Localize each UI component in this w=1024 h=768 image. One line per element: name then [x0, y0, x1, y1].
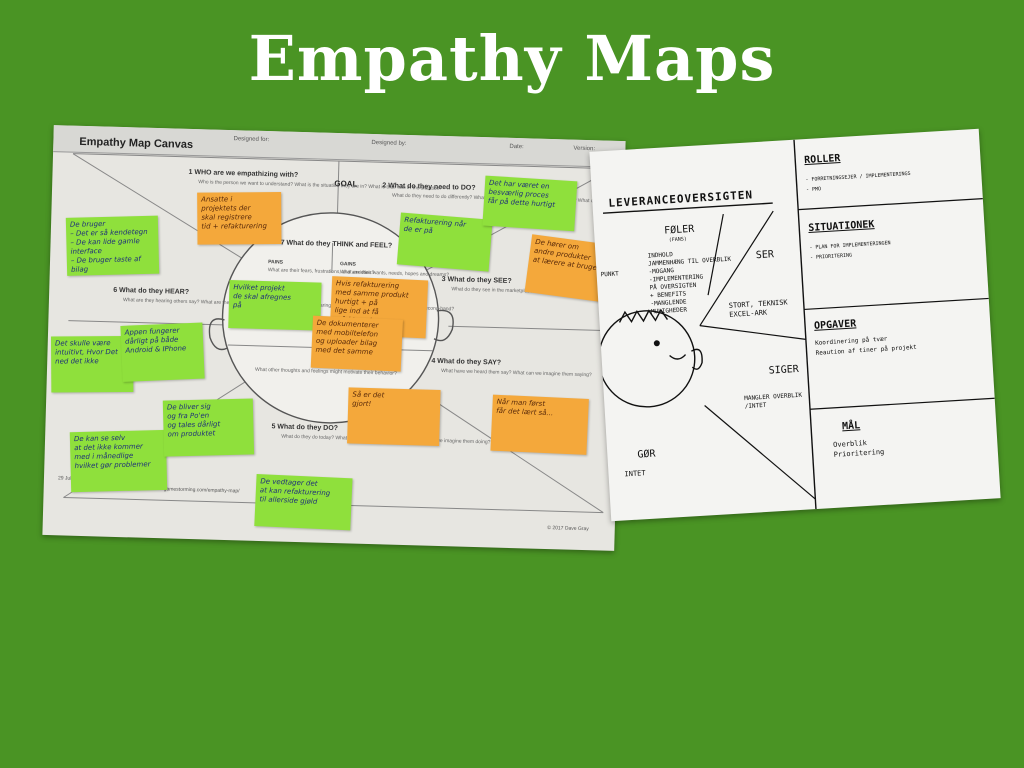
goer-items: INTET [624, 469, 646, 479]
siger-heading: SIGER [768, 363, 800, 377]
sticky-note: Appen fungerer dårligt på både Android &… [120, 322, 205, 382]
roller-heading: ROLLER [803, 153, 841, 167]
gains-label: GAINS [339, 261, 356, 268]
sticky-note: De vedtager det at kan refakturering til… [254, 474, 353, 531]
sticky-note: Så er det gjort! [347, 387, 441, 446]
slide-title: Empathy Maps [248, 22, 776, 95]
pains-label: PAINS [268, 259, 284, 266]
goer-heading: GØR [637, 448, 656, 461]
sticky-note: De bliver sig og fra Po'en og tales dårl… [162, 398, 255, 457]
sticky-note: Hvilket projekt de skal afregnes på [228, 280, 322, 331]
maal-items: Overblik Prioritering [832, 438, 885, 459]
sticky-note: De dokumenterer med mobiltelefon og uplo… [310, 315, 403, 372]
sticky-note: De kan se selv at det ikke kommer med i … [69, 429, 168, 493]
punkt-label: PUNKT [600, 270, 619, 279]
leverance-oversigt-photo: LEVERANCEOVERSIGTEN FØLER (FANS) INDHOLD… [589, 128, 1001, 522]
maal-heading: MÅL [841, 420, 861, 433]
sticky-note: Refakturering når de er på [396, 212, 493, 272]
sheet-drawing [598, 139, 995, 510]
siger-items: MANGLER OVERBLIK /INTET [744, 391, 803, 411]
sticky-note: Det har været en besværlig proces får på… [482, 175, 578, 232]
empathy-map-canvas-photo: Empathy Map Canvas Designed for: Designe… [42, 125, 626, 551]
ser-heading: SER [755, 249, 775, 262]
sticky-note: Når man først får det lært så... [490, 394, 589, 455]
ser-items: STORT, TEKNISK EXCEL-ARK [728, 298, 788, 319]
sticky-note: De bruger – Det er så kendetegn – De kan… [65, 215, 160, 276]
foeler-sub: (FANS) [668, 236, 687, 244]
foeler-heading: FØLER [663, 223, 695, 237]
foeler-items: INDHOLD JAMMENHÆNG TIL OVERBLIK -MOGANG … [647, 251, 732, 316]
copyright: © 2017 Dave Gray [547, 525, 589, 533]
sticky-note: Ansatte i projektets der skal registrere… [197, 192, 282, 245]
